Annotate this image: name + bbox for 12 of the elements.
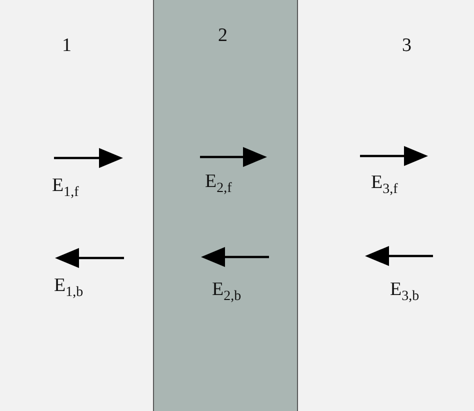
region-band [153,0,298,411]
region-number: 2 [218,26,228,45]
region-band [298,0,474,411]
field-label: E$_{3,b}$ [390,280,420,304]
field-label: E$_{1,f}$ [52,176,79,200]
field-label: E$_{3,f}$ [371,173,398,197]
field-label: E$_{1,b}$ [54,276,84,300]
region-number: 3 [402,36,412,55]
field-label: E$_{2,b}$ [212,280,242,304]
field-label: E$_{2,f}$ [205,172,232,196]
region-number: 1 [62,36,72,55]
region-band [0,0,153,411]
